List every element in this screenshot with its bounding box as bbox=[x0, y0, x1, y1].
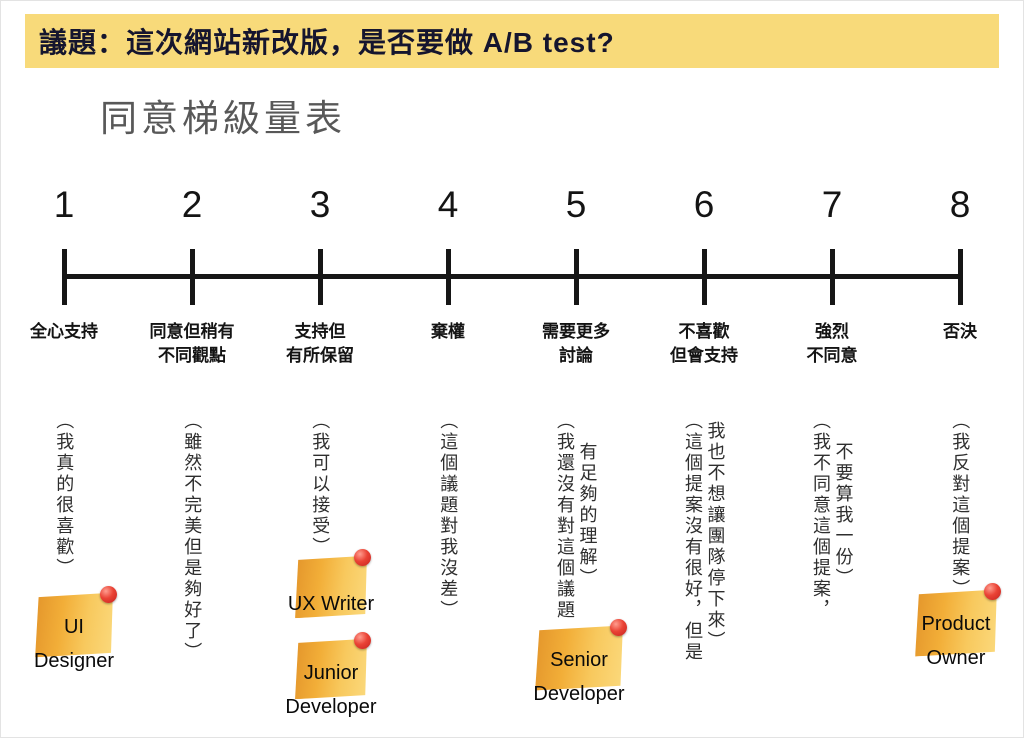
sticky-note-ux-writer[interactable]: UX Writer bbox=[288, 549, 374, 617]
scale-label-2: 同意但稍有 不同觀點 bbox=[149, 321, 235, 366]
topic-text: 議題：這次網站新改版，是否要做 A/B test? bbox=[39, 27, 615, 58]
scale-description-3: （我可以接受） bbox=[310, 410, 331, 558]
scale-label-1: 全心支持 bbox=[30, 321, 98, 341]
sticky-note-label: UX Writer bbox=[287, 593, 375, 615]
scale-number-7: 7 bbox=[821, 184, 843, 225]
scale-labels-row: 全心支持 同意但稍有 不同觀點 支持但 有所保留 棄權 需要更多 討論 不喜歡 … bbox=[0, 320, 1024, 369]
scale-descriptions-row: （我真的很喜歡） （雖然不完美但是夠好了） （我可以接受） （這個議題對我沒差）… bbox=[0, 411, 1024, 663]
scale-label-4: 棄權 bbox=[431, 321, 465, 341]
sticky-note-junior-developer[interactable]: Junior Developer bbox=[285, 632, 377, 718]
scale-label-8: 否決 bbox=[943, 321, 977, 341]
sticky-note-product-owner[interactable]: Product Owner bbox=[914, 583, 1001, 669]
topic-banner: 議題：這次網站新改版，是否要做 A/B test? bbox=[25, 14, 999, 68]
scale-numbers-row: 1 2 3 4 5 6 7 8 bbox=[0, 184, 1024, 226]
scale-number-4: 4 bbox=[437, 184, 459, 225]
scale-description-1: （我真的很喜歡） bbox=[54, 410, 75, 579]
scale-number-5: 5 bbox=[565, 184, 587, 225]
sticky-note-label: UI Designer bbox=[33, 616, 115, 672]
sticky-note-label: Product Owner bbox=[921, 613, 991, 669]
pin-icon bbox=[984, 583, 1001, 600]
scale-number-2: 2 bbox=[181, 184, 203, 225]
sticky-note-label: Junior Developer bbox=[285, 662, 377, 718]
scale-label-5: 需要更多 討論 bbox=[542, 321, 610, 366]
scale-axis bbox=[0, 248, 1024, 306]
scale-label-6: 不喜歡 但會支持 bbox=[670, 321, 738, 366]
scale-number-6: 6 bbox=[693, 184, 715, 225]
scale-description-8: （我反對這個提案） bbox=[950, 410, 971, 600]
scale-label-3: 支持但 有所保留 bbox=[286, 321, 354, 366]
scale-number-3: 3 bbox=[309, 184, 331, 225]
scale-label-7: 強烈 不同意 bbox=[806, 321, 858, 366]
scale-description-5: （我還沒有對這個議題 有足夠的理解） bbox=[555, 410, 598, 621]
scale-number-1: 1 bbox=[53, 184, 75, 225]
scale-description-2: （雖然不完美但是夠好了） bbox=[182, 410, 203, 663]
scale-number-8: 8 bbox=[949, 184, 971, 225]
scale-description-7: （我不同意這個提案， 不要算我一份） bbox=[811, 410, 854, 621]
scale-description-6: （這個提案沒有很好，但是 我也不想讓團隊停下來） bbox=[683, 410, 726, 663]
pin-icon bbox=[354, 632, 371, 649]
axis-tick-8 bbox=[957, 248, 963, 305]
sticky-note-ui-designer[interactable]: UI Designer bbox=[34, 586, 117, 672]
pin-icon bbox=[354, 549, 371, 566]
agreement-scale: 1 2 3 4 5 6 7 8 全心支持 同意但稍有 不同觀點 支持但 有所保留… bbox=[0, 184, 1024, 663]
pin-icon bbox=[610, 619, 627, 636]
pin-icon bbox=[100, 586, 117, 603]
sticky-note-senior-developer[interactable]: Senior Developer bbox=[534, 619, 627, 705]
sticky-note-label: Senior Developer bbox=[533, 649, 625, 705]
axis-line bbox=[64, 274, 960, 280]
page-title: 同意梯級量表 bbox=[100, 98, 346, 139]
scale-description-4: （這個議題對我沒差） bbox=[438, 410, 459, 621]
